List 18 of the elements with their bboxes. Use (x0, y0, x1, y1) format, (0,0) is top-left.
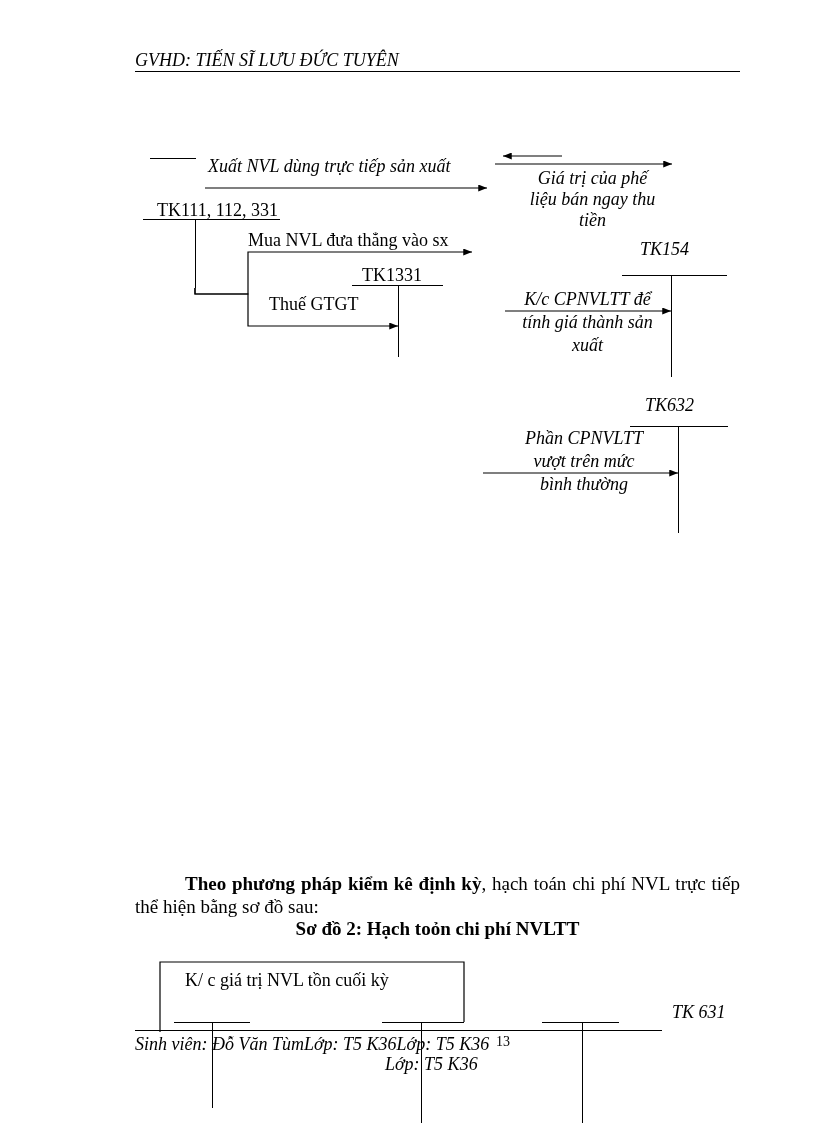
edge-label: Mua NVL đưa thẳng vào sx (248, 229, 449, 251)
flow-label: Xuất NVL dùng trực tiếp sản xuất (208, 155, 451, 177)
account-label: TK154 (640, 238, 690, 260)
account-label: TK632 (645, 394, 695, 416)
account-label: TK111, 112, 331 (157, 199, 278, 221)
flow-label: Giá trị của phế liệu bán ngay thu tiền (528, 168, 657, 231)
edge-label: K/ c giá trị NVL tồn cuối kỳ (185, 969, 389, 991)
edge-label: K/c CPNVLTT để tính giá thành sản xuất (521, 288, 654, 357)
connector-line (159, 961, 465, 1033)
account-label: TK 631 (672, 1001, 726, 1023)
edge-label: Thuế GTGT (269, 293, 359, 315)
edge-label: Phần CPNVLTT vượt trên mức bình thường (523, 427, 645, 496)
footer-text: Lớp: T5 K36 (385, 1054, 478, 1075)
section-heading: Sơ đồ 2: Hạch toỏn chi phí NVLTT (294, 917, 581, 940)
account-label: TK1331 (362, 264, 422, 286)
body-paragraph: Theo phương pháp kiểm kê định kỳ, hạch toán chi phí NVL trực tiếp thể hiện bằng sơ đồ sau: (135, 872, 740, 918)
page-number: 13 (496, 1034, 510, 1050)
page-header: GVHD: TIẾN SĨ LƯU ĐỨC TUYÊN (135, 49, 399, 71)
